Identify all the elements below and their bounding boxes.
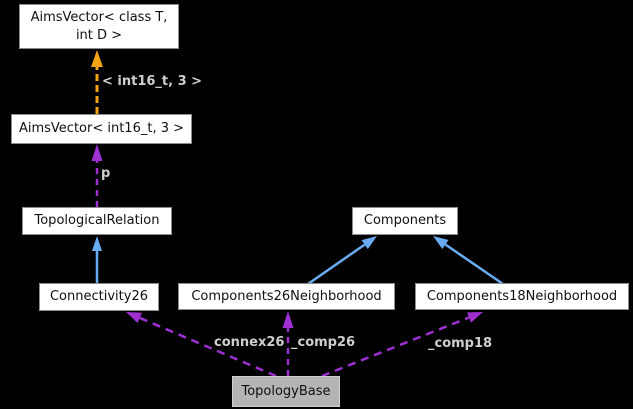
node-topology-base: TopologyBase [232, 376, 340, 407]
node-connectivity26[interactable]: Connectivity26 [39, 283, 159, 311]
usage-edge-comp26-arrowhead [282, 311, 294, 328]
usage-edge-p-arrowhead [91, 144, 103, 161]
edge-label-connex26: connex26 [214, 335, 285, 350]
edge-label-p: p [101, 166, 111, 181]
node-topological-relation[interactable]: TopologicalRelation [22, 207, 172, 235]
usage-edge-comp18-arrowhead [467, 312, 483, 323]
usage-edge-comp18 [321, 316, 470, 378]
node-components26neighborhood[interactable]: Components26Neighborhood [178, 283, 395, 310]
inheritance-arrowhead-connectivity26 [92, 236, 102, 251]
edge-label-comp18: _comp18 [428, 336, 493, 351]
node-aimsvector-template[interactable]: AimsVector< class T, int D > [19, 4, 179, 49]
edge-label-template-args: < int16_t, 3 > [102, 74, 203, 89]
inheritance-arrowhead-components18 [433, 236, 449, 249]
edge-label-comp26: _comp26 [291, 335, 356, 350]
usage-edge-connex26 [139, 316, 277, 378]
inheritance-edge-components26 [307, 243, 366, 286]
usage-edge-connex26-arrowhead [126, 312, 142, 323]
node-components[interactable]: Components [352, 207, 458, 235]
inheritance-edge-components18 [444, 243, 504, 286]
inheritance-arrowhead-components26 [361, 236, 377, 250]
template-instantiation-arrowhead [91, 50, 103, 67]
node-aimsvector-int16-3[interactable]: AimsVector< int16_t, 3 > [11, 114, 192, 144]
node-components18neighborhood[interactable]: Components18Neighborhood [415, 283, 629, 310]
